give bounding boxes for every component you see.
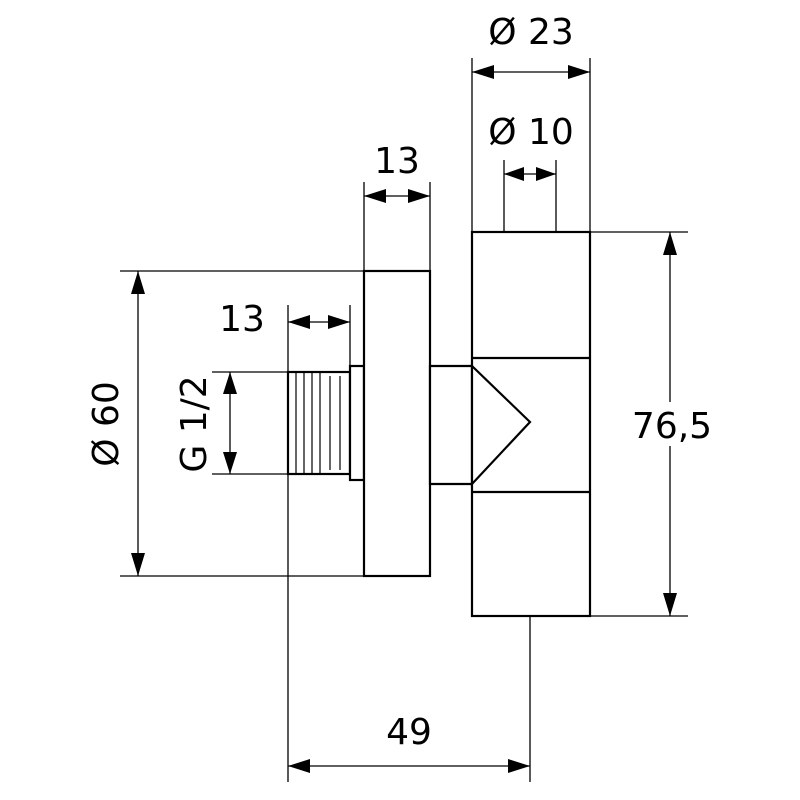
dimension-inner-diameter-top: Ø 10	[488, 112, 574, 181]
label-flange-thickness: 13	[374, 141, 420, 182]
dimension-body-height: 76,5	[622, 232, 720, 616]
dimension-outer-diameter-top: Ø 23	[472, 12, 590, 79]
dimension-thread-size: G 1/2	[174, 372, 237, 474]
dimension-flange-thickness: 13	[364, 141, 430, 203]
label-outer-diameter-top: Ø 23	[488, 12, 574, 53]
label-body-height: 76,5	[632, 406, 712, 447]
extension-lines	[120, 58, 688, 782]
label-depth: 49	[386, 712, 432, 753]
dimension-depth: 49	[288, 712, 530, 773]
thread-neck	[348, 364, 366, 482]
thread-connector	[286, 370, 352, 476]
dimension-flange-diameter: Ø 60	[86, 271, 145, 576]
valve-body	[286, 230, 592, 618]
dimension-thread-length: 13	[219, 299, 350, 340]
label-thread-length: 13	[219, 299, 265, 340]
flange	[362, 269, 432, 578]
label-thread-size: G 1/2	[174, 375, 215, 472]
label-inner-diameter-top: Ø 10	[488, 112, 574, 153]
label-flange-diameter: Ø 60	[86, 381, 127, 467]
